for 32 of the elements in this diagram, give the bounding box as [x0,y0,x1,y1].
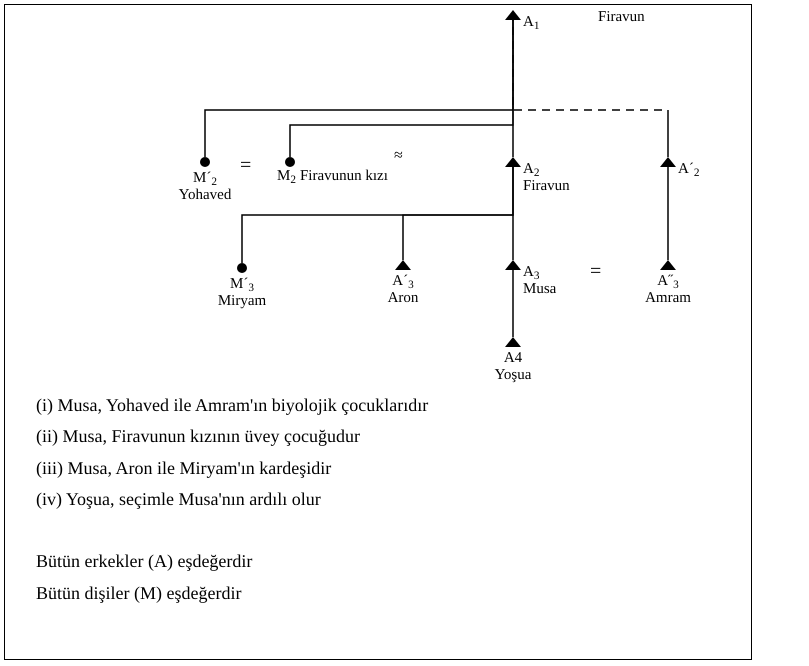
equals-sign: = [240,154,252,176]
symbol-label: A´$_{3}$ [392,273,414,290]
symbol-label: M$_{2}$ [277,168,296,184]
name-label: Miryam [218,292,266,309]
equals-sign: = [590,260,602,282]
note-text: (ii) Musa, Firavunun kızının üvey çocuğudur [36,426,360,446]
name-label: Aron [388,290,418,306]
note-text: Bütün dişiler (M) eşdeğerdir [36,583,242,603]
symbol-label: A˝$_{3}$ [657,273,679,290]
symbol-label: A$_{1}$ [523,14,540,30]
connector-line [289,20,514,157]
note-text: (iv) Yoşua, seçimle Musa'nın ardılı olur [36,489,321,509]
symbol-label: A´$_{2}$ [678,161,700,178]
note-text: Bütün erkekler (A) eşdeğerdir [36,551,252,571]
symbol-label: A$_{3}$ [523,264,540,280]
name-label: Musa [523,280,556,297]
connector-line [512,270,514,337]
name-label: Yohaved [178,186,232,203]
name-label: Firavunun kızı [300,168,388,184]
note-text: (iii) Musa, Aron ile Miryam'ın kardeşidir [36,458,332,478]
connector-line [402,167,514,260]
symbol-label: A4 [504,350,522,366]
note-text: (i) Musa, Yohaved ile Amram'ın biyolojik çocuklarıdır [36,395,428,415]
symbol-label: M´$_{3}$ [230,276,254,292]
approx-sign: ≈ [394,147,403,164]
name-label: Firavun [598,9,645,25]
symbol-label: M´$_{2}$ [193,170,217,186]
name-label: Amram [645,290,691,306]
name-label: Yoşua [494,366,532,383]
name-label: Firavun [523,178,570,194]
connector-line [667,167,669,260]
symbol-label: A$_{2}$ [523,161,540,178]
